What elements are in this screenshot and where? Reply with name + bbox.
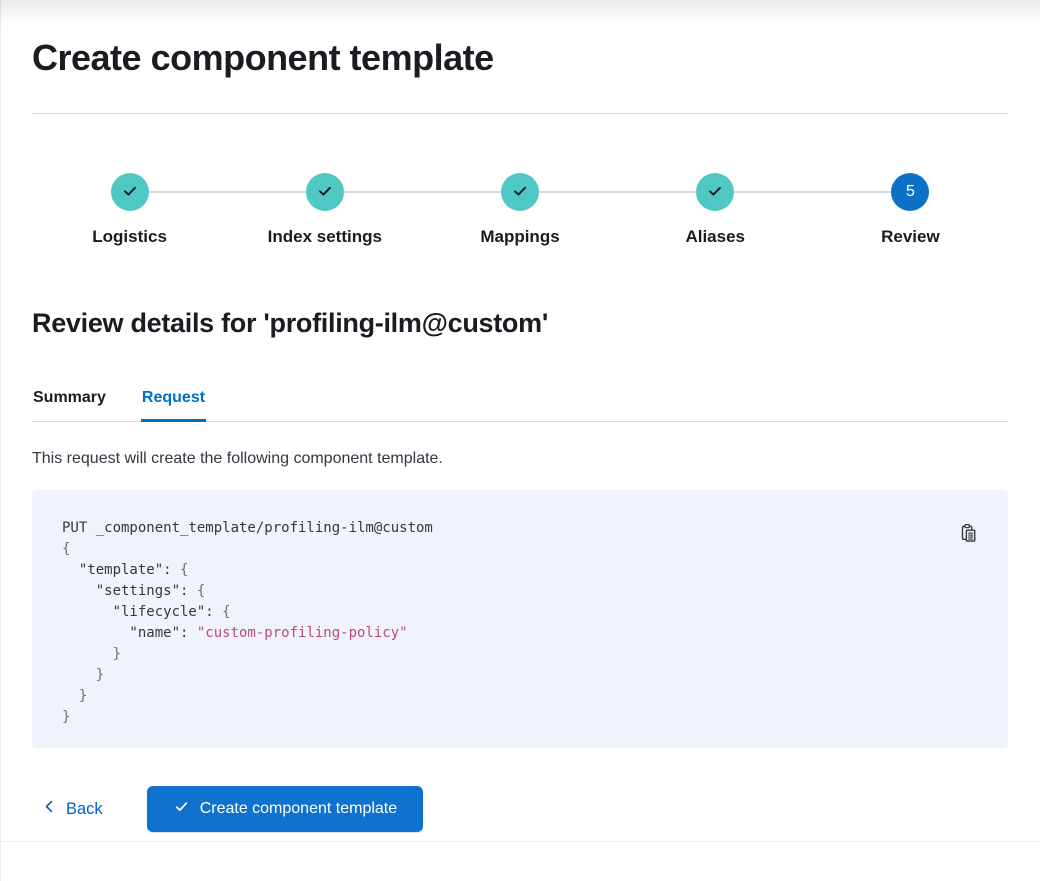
request-code-block: PUT _component_template/profiling-ilm@cu…: [32, 490, 1008, 748]
step-complete-circle: [696, 173, 735, 211]
title-divider: [32, 113, 1008, 114]
horizontal-stepper: Logistics Index settings Mappings: [32, 173, 1008, 248]
step-aliases[interactable]: Aliases: [617, 173, 814, 248]
request-code: PUT _component_template/profiling-ilm@cu…: [62, 520, 433, 725]
step-label: Aliases: [685, 227, 745, 246]
bottom-hairline: [0, 841, 1040, 842]
step-complete-circle: [501, 173, 539, 211]
step-index-settings[interactable]: Index settings: [227, 173, 423, 248]
create-component-template-button[interactable]: Create component template: [146, 786, 424, 832]
create-button-label: Create component template: [199, 800, 398, 817]
check-icon: [706, 182, 724, 203]
step-mappings[interactable]: Mappings: [422, 173, 618, 248]
step-label: Review: [881, 227, 940, 246]
back-button-label: Back: [66, 799, 103, 818]
back-button[interactable]: Back: [42, 799, 103, 819]
step-complete-circle: [110, 173, 149, 211]
tab-summary[interactable]: Summary: [32, 386, 107, 422]
step-logistics[interactable]: Logistics: [32, 173, 228, 248]
copy-clipboard-icon: [958, 523, 978, 546]
step-review[interactable]: 5 Review: [812, 173, 1008, 248]
copy-button[interactable]: [954, 520, 982, 548]
review-tabs: Summary Request: [32, 386, 1008, 422]
check-icon: [316, 182, 334, 203]
window-left-edge: [0, 0, 1, 881]
step-number: 5: [905, 183, 915, 200]
step-current-circle: 5: [891, 173, 930, 211]
chevron-left-icon: [42, 799, 57, 819]
request-description: This request will create the following c…: [32, 450, 443, 467]
page-title: Create component template: [32, 37, 494, 78]
check-icon: [121, 182, 139, 203]
step-label: Index settings: [267, 227, 382, 246]
footer: Back Create component template: [32, 786, 1008, 832]
tab-request[interactable]: Request: [140, 386, 207, 422]
check-icon: [511, 182, 529, 203]
review-heading: Review details for 'profiling-ilm@custom…: [32, 308, 548, 338]
step-complete-circle: [305, 173, 344, 211]
step-label: Logistics: [92, 227, 167, 246]
check-icon: [173, 798, 190, 820]
step-label: Mappings: [480, 227, 560, 246]
